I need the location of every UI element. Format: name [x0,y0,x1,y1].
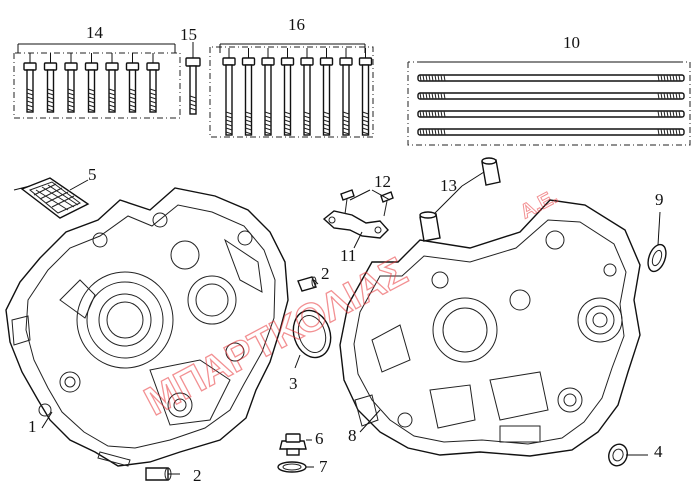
callout-2-lower: 2 [193,466,202,485]
callout-8: 8 [348,426,357,445]
leader-lines [13,171,661,475]
stud-11 [417,128,685,136]
bolt-14 [84,53,99,113]
dowel-pin-2-lower [145,467,172,481]
callout-14: 14 [86,23,104,42]
bolt-14 [43,53,58,113]
callout-4: 4 [654,442,663,461]
bolt-14 [105,53,119,113]
callout-13: 13 [440,176,457,195]
dowel-sleeve-13-upper [481,157,501,186]
bolt-16 [241,48,256,136]
callout-10: 11 [340,246,356,265]
bolt-16 [319,48,334,136]
bolt-14 [23,53,37,113]
bolt-16 [300,48,314,136]
callout-7: 7 [319,457,328,476]
callout-15: 15 [180,25,197,44]
drain-plug-6 [279,433,307,456]
callout-11: 10 [563,33,580,52]
washer-4 [608,443,628,467]
bolt-14 [146,53,160,113]
callout-16: 16 [288,15,305,34]
stud-set-11 [407,61,691,146]
seal-ring-3 [292,309,332,359]
bolt-14 [64,53,78,113]
callout-3: 3 [289,374,298,393]
dowel-sleeve-13-lower [419,211,441,242]
bolt-14 [125,53,140,113]
dowel-pin-2-upper [297,276,317,292]
callout-2-upper: 2 [321,264,330,283]
bolt-16 [261,48,275,136]
callout-labels: 14 15 16 10 5 1 2 2 3 6 7 8 9 4 11 12 13 [28,15,664,485]
callout-12: 12 [374,172,391,191]
bolt-set-14 [13,43,181,119]
bolt-pair-12 [340,189,394,217]
bolt-16 [358,48,373,136]
callout-1: 1 [28,417,37,436]
bolt-16 [339,48,353,136]
washer-7 [277,461,307,473]
callout-5: 5 [88,165,97,184]
stud-11 [417,74,685,82]
stud-11 [417,92,685,100]
left-crankcase-half [5,187,289,467]
oil-seal-9 [647,243,667,273]
clamp-10 [322,210,389,239]
bolt-16 [222,48,236,136]
bolt-16 [280,48,295,136]
stud-11 [417,110,685,118]
right-crankcase-half [339,199,641,457]
bolt-set-16 [209,43,374,138]
oil-screen-5 [20,177,90,219]
callout-6: 6 [315,429,324,448]
bolt-15 [185,42,201,115]
callout-9: 9 [655,190,664,209]
